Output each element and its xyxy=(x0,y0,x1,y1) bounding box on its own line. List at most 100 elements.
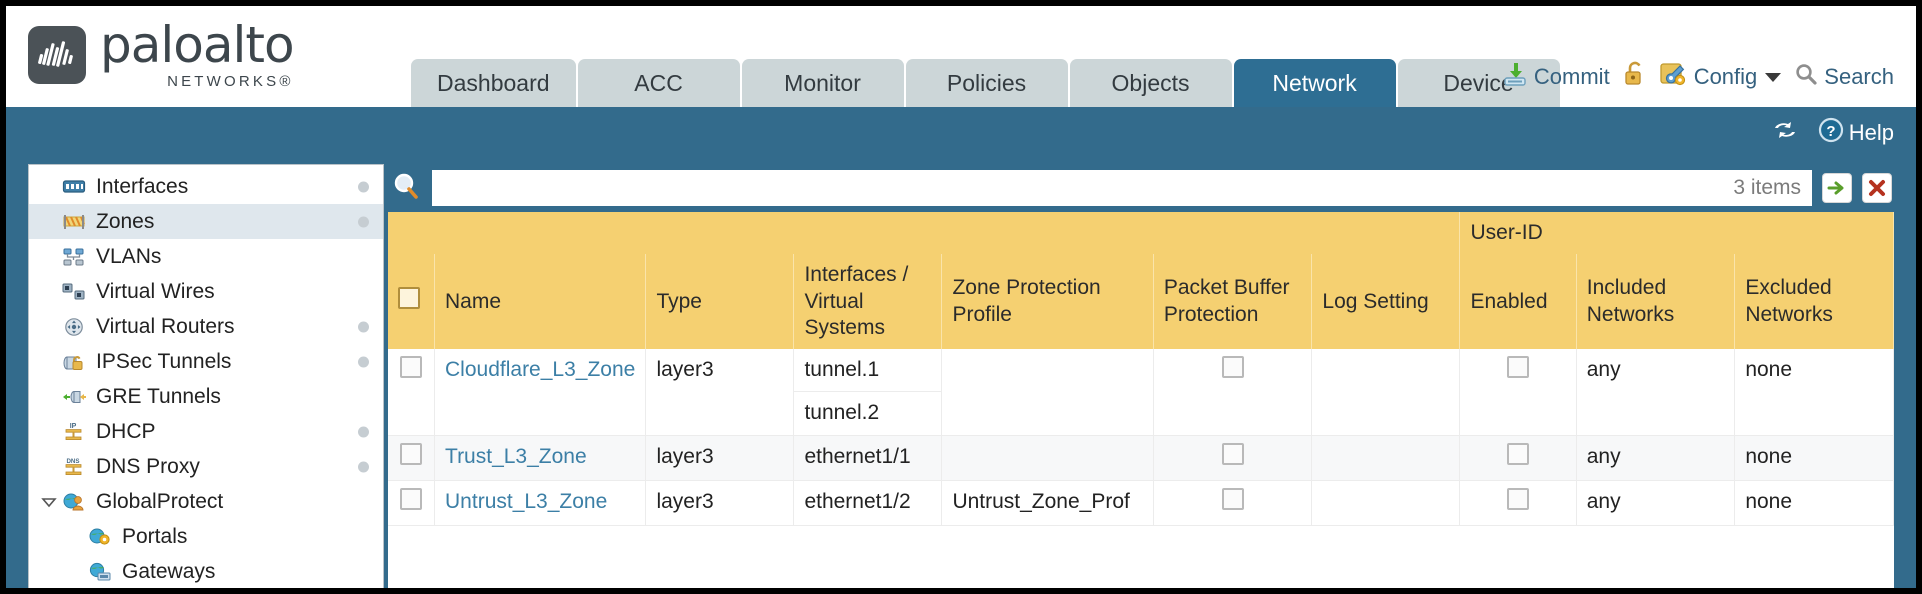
cell-name[interactable]: Cloudflare_L3_Zone xyxy=(434,349,647,436)
content-area: Interfaces Zones xyxy=(6,164,1916,588)
tab-dashboard[interactable]: Dashboard xyxy=(411,59,576,107)
table-row[interactable]: Trust_L3_Zone layer3 ethernet1/1 xyxy=(388,435,1894,482)
select-all-header[interactable] xyxy=(388,254,436,349)
row-select-checkbox[interactable] xyxy=(400,488,422,511)
sidebar-item-label: VLANs xyxy=(96,244,162,268)
group-header-spacer xyxy=(388,212,1461,255)
unlock-button[interactable] xyxy=(1623,61,1647,93)
tab-policies[interactable]: Policies xyxy=(905,59,1068,107)
userid-enabled-checkbox[interactable] xyxy=(1507,488,1530,511)
cell-name[interactable]: Trust_L3_Zone xyxy=(434,435,647,482)
col-header-name[interactable]: Name xyxy=(434,254,647,349)
packet-buffer-protection-checkbox[interactable] xyxy=(1221,488,1244,511)
config-menu-button[interactable]: Config xyxy=(1660,61,1782,93)
zone-name-link[interactable]: Untrust_L3_Zone xyxy=(445,490,608,514)
tab-acc[interactable]: ACC xyxy=(577,59,740,107)
svg-text:IP: IP xyxy=(70,423,77,430)
userid-enabled-checkbox[interactable] xyxy=(1507,356,1530,378)
twisty-down-icon[interactable] xyxy=(39,495,59,509)
zone-name-link[interactable]: Cloudflare_L3_Zone xyxy=(445,358,636,381)
col-header-log-setting[interactable]: Log Setting xyxy=(1311,254,1461,349)
userid-enabled-checkbox[interactable] xyxy=(1507,442,1530,465)
packet-buffer-protection-checkbox[interactable] xyxy=(1221,442,1244,465)
sidebar-item-ipsec-tunnels[interactable]: IPSec Tunnels xyxy=(29,344,383,379)
cell-excluded-networks: none xyxy=(1734,480,1894,527)
col-header-included-networks[interactable]: Included Networks xyxy=(1576,254,1736,349)
row-select-cell[interactable] xyxy=(388,435,436,482)
tab-network[interactable]: Network xyxy=(1233,59,1396,107)
status-dot xyxy=(358,216,369,227)
cell-userid-enabled[interactable] xyxy=(1459,480,1577,527)
select-all-checkbox[interactable] xyxy=(398,287,420,309)
filter-search-icon[interactable] xyxy=(390,170,422,207)
col-header-zone-protection-profile[interactable]: Zone Protection Profile xyxy=(941,254,1154,349)
cell-packet-buffer-protection[interactable] xyxy=(1153,349,1313,436)
sidebar-item-zones[interactable]: Zones xyxy=(29,204,383,239)
zone-name-link[interactable]: Trust_L3_Zone xyxy=(445,444,587,468)
config-wrench-icon xyxy=(1660,61,1688,93)
brand-name: paloalto xyxy=(100,16,295,74)
zones-table-body: Cloudflare_L3_Zone layer3 tunnel.1 tunne… xyxy=(388,349,1894,527)
items-count-label: 3 items xyxy=(1733,176,1801,199)
sub-toolbar: ? Help xyxy=(6,107,1916,164)
cell-interfaces: ethernet1/1 xyxy=(793,435,943,482)
row-select-cell[interactable] xyxy=(388,349,436,436)
zones-table-head: User-ID Name Type Interfaces / Virtual S… xyxy=(388,212,1894,349)
row-select-checkbox[interactable] xyxy=(400,356,422,378)
sidebar-item-vlans[interactable]: VLANs xyxy=(29,239,383,274)
zones-table-wrapper[interactable]: User-ID Name Type Interfaces / Virtual S… xyxy=(388,212,1894,588)
sidebar-item-label: Virtual Routers xyxy=(96,314,235,338)
sidebar-item-globalprotect[interactable]: GlobalProtect xyxy=(29,484,383,519)
zones-table: User-ID Name Type Interfaces / Virtual S… xyxy=(388,212,1894,527)
zones-group-header-row: User-ID xyxy=(388,212,1894,255)
table-row[interactable]: Untrust_L3_Zone layer3 ethernet1/2 Untru… xyxy=(388,480,1894,527)
cell-name[interactable]: Untrust_L3_Zone xyxy=(434,480,647,527)
row-select-cell[interactable] xyxy=(388,480,436,527)
apply-filter-button[interactable] xyxy=(1822,173,1852,203)
filter-bar: 3 items xyxy=(388,164,1894,212)
search-button[interactable]: Search xyxy=(1794,62,1894,92)
refresh-icon[interactable] xyxy=(1770,117,1800,149)
sidebar-item-gre-tunnels[interactable]: GRE Tunnels xyxy=(29,379,383,414)
help-label: Help xyxy=(1848,120,1894,145)
filter-input[interactable]: 3 items xyxy=(432,170,1812,206)
sidebar-item-dhcp[interactable]: IP DHCP xyxy=(29,414,383,449)
sidebar-item-virtual-wires[interactable]: Virtual Wires xyxy=(29,274,383,309)
col-header-excluded-networks[interactable]: Excluded Networks xyxy=(1734,254,1894,349)
sidebar-item-virtual-routers[interactable]: Virtual Routers xyxy=(29,309,383,344)
sidebar-item-portals[interactable]: Portals xyxy=(29,519,383,554)
group-header-userid: User-ID xyxy=(1459,212,1894,255)
cell-interfaces: ethernet1/2 xyxy=(793,480,943,527)
tab-objects[interactable]: Objects xyxy=(1069,59,1232,107)
svg-text:?: ? xyxy=(1826,123,1835,140)
packet-buffer-protection-checkbox[interactable] xyxy=(1221,356,1244,378)
col-header-interfaces-virtual-systems[interactable]: Interfaces / Virtual Systems xyxy=(793,254,943,349)
col-header-type[interactable]: Type xyxy=(645,254,795,349)
table-row[interactable]: Cloudflare_L3_Zone layer3 tunnel.1 tunne… xyxy=(388,349,1894,436)
cell-userid-enabled[interactable] xyxy=(1459,435,1577,482)
cell-userid-enabled[interactable] xyxy=(1459,349,1577,436)
commit-button[interactable]: Commit xyxy=(1502,61,1610,93)
dhcp-icon: IP xyxy=(59,421,89,443)
col-header-packet-buffer-protection[interactable]: Packet Buffer Protection xyxy=(1153,254,1313,349)
tab-monitor[interactable]: Monitor xyxy=(741,59,904,107)
help-button[interactable]: ? Help xyxy=(1818,117,1894,149)
cell-log-setting xyxy=(1311,480,1461,527)
sidebar-item-dns-proxy[interactable]: DNS DNS Proxy xyxy=(29,449,383,484)
interface-list: tunnel.1 tunnel.2 xyxy=(794,349,942,435)
col-header-userid-enabled[interactable]: Enabled xyxy=(1459,254,1577,349)
status-dot xyxy=(358,181,369,192)
status-dot xyxy=(358,321,369,332)
cell-zone-protection-profile xyxy=(941,349,1154,436)
sidebar-item-gateways[interactable]: Gateways xyxy=(29,554,383,588)
clear-filter-button[interactable] xyxy=(1862,173,1892,203)
cell-packet-buffer-protection[interactable] xyxy=(1153,435,1313,482)
row-select-checkbox[interactable] xyxy=(400,442,422,465)
tab-device[interactable]: Device xyxy=(1397,59,1560,107)
sidebar-item-label: Virtual Wires xyxy=(96,279,215,303)
paloalto-logo-icon xyxy=(28,25,86,84)
status-dot xyxy=(358,461,369,472)
sidebar-item-interfaces[interactable]: Interfaces xyxy=(29,169,383,204)
cell-packet-buffer-protection[interactable] xyxy=(1153,480,1313,527)
